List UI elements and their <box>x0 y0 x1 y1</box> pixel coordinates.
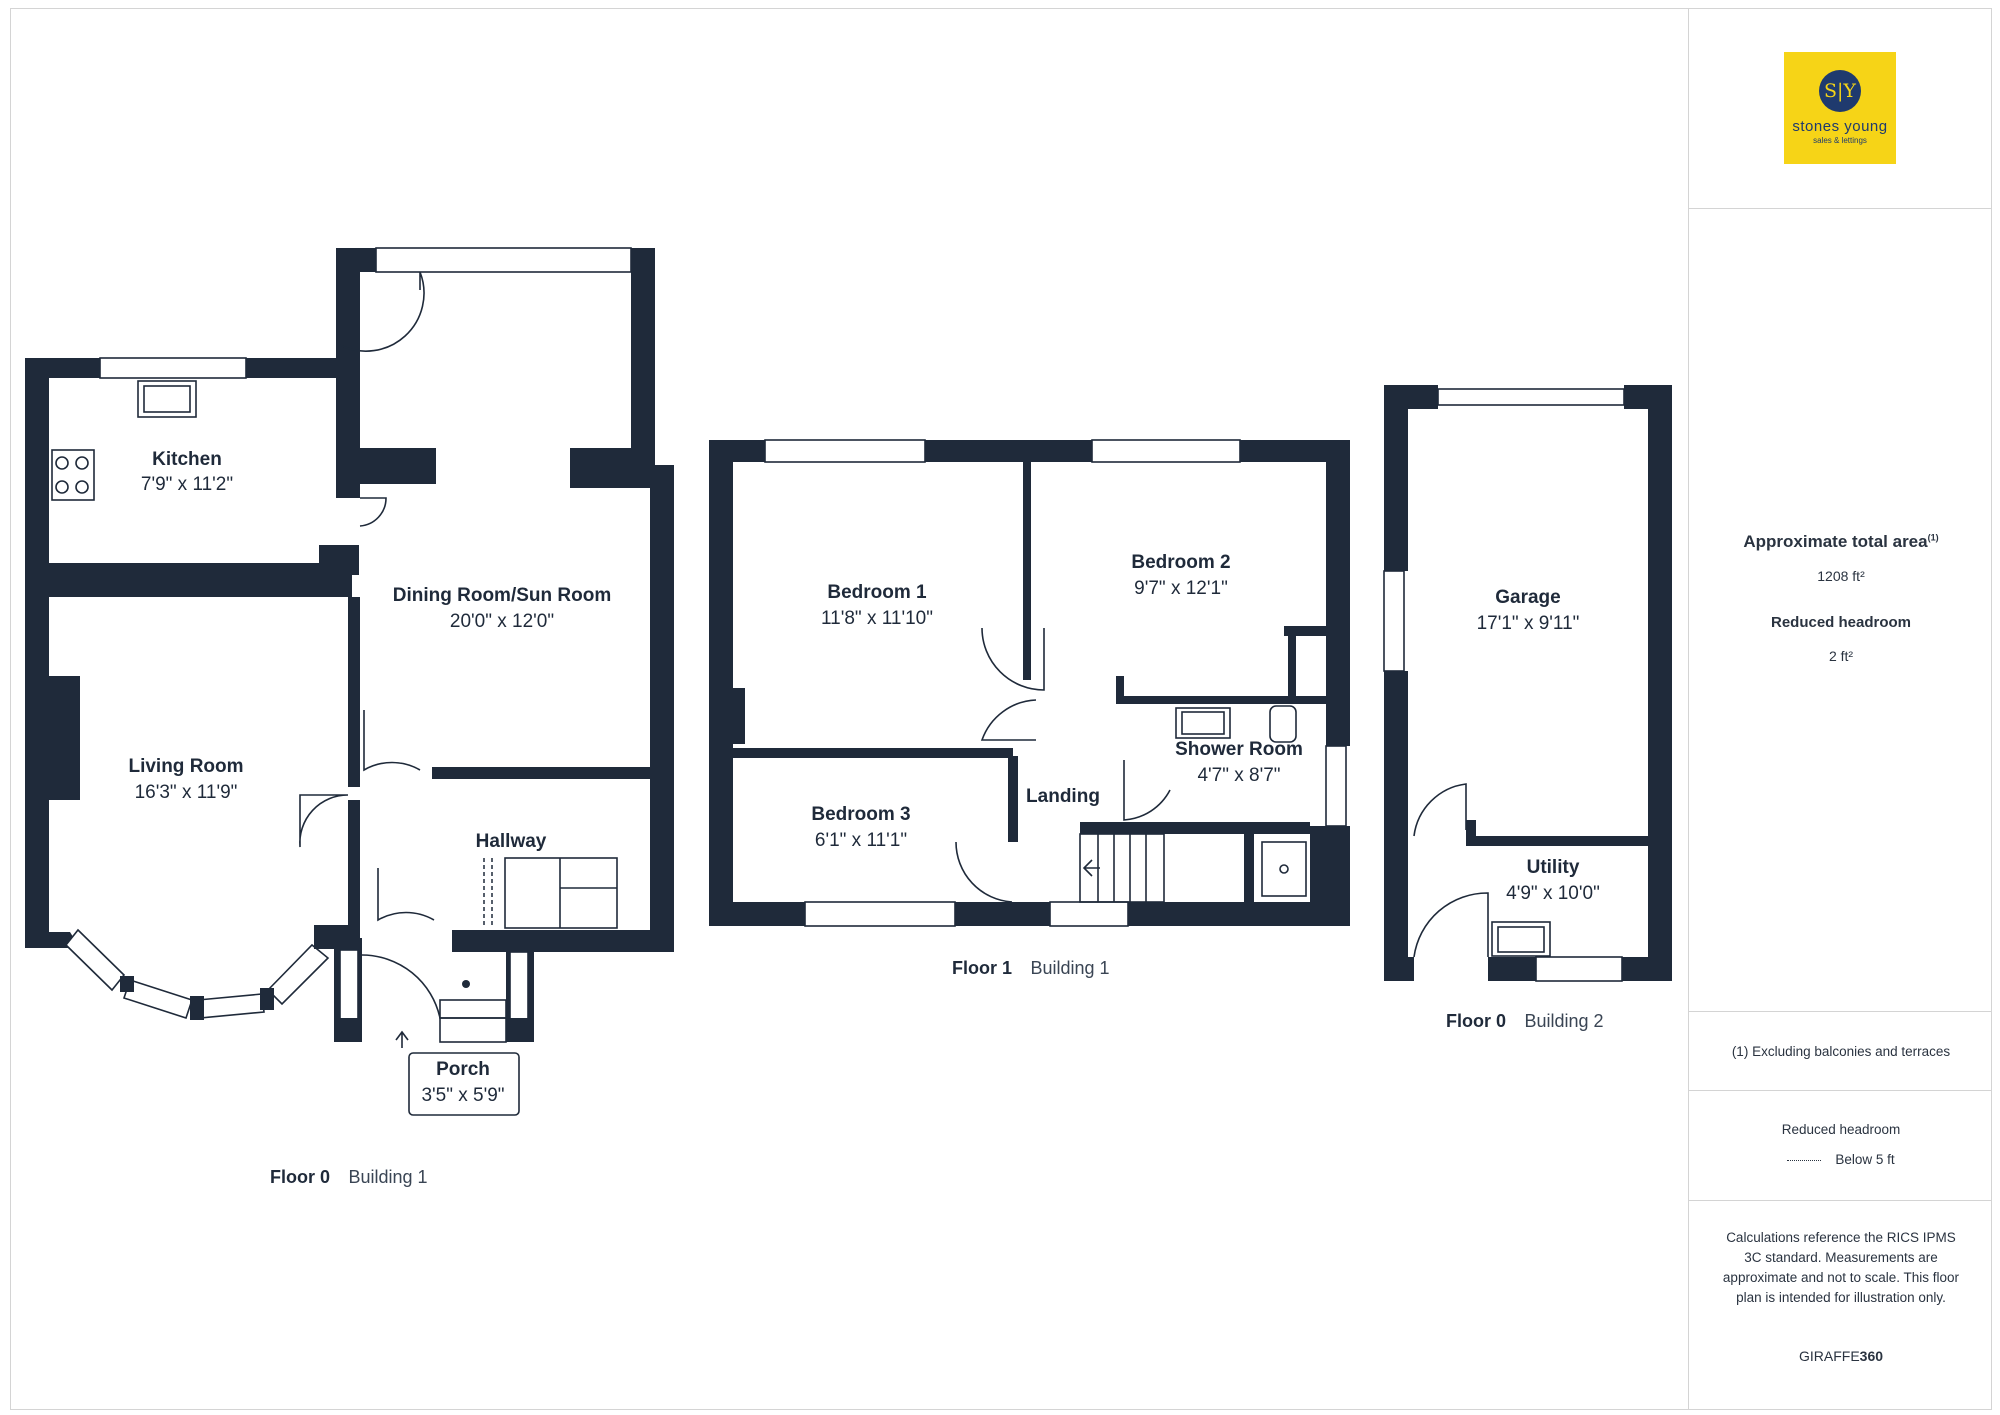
shower-name: Shower Room <box>1175 739 1303 760</box>
disclaimer: Calculations reference the RICS IPMS 3C … <box>1722 1230 1960 1305</box>
floor0-b2-caption: Floor 0 Building 2 <box>1446 1011 1604 1031</box>
floor0-building2-labels: Garage 17'1" x 9'11" Utility 4'9" x 10'0… <box>1446 587 1604 1031</box>
area-title: Approximate total area(1) <box>1743 532 1939 551</box>
floor0-b1-floor: Floor 0 <box>270 1167 330 1187</box>
dotted-line-icon <box>1787 1159 1822 1161</box>
floor1-b1-caption: Floor 1 Building 1 <box>952 958 1110 978</box>
hallway-name: Hallway <box>476 831 547 852</box>
floor0-b1-caption: Floor 0 Building 1 <box>270 1167 428 1187</box>
area-value: 1208 ft² <box>1817 568 1865 584</box>
utility-name: Utility <box>1527 857 1580 878</box>
bedroom3-dim: 6'1" x 11'1" <box>815 830 907 851</box>
panel-divider <box>1689 1011 1992 1012</box>
bedroom2-name: Bedroom 2 <box>1131 552 1230 573</box>
landing-name: Landing <box>1026 786 1100 807</box>
kitchen-name: Kitchen <box>152 449 222 470</box>
garage-name: Garage <box>1495 587 1560 608</box>
living-dim: 16'3" x 11'9" <box>135 782 238 803</box>
bedroom3-name: Bedroom 3 <box>811 804 910 825</box>
bedroom1-name: Bedroom 1 <box>827 582 927 603</box>
garage-dim: 17'1" x 9'11" <box>1477 613 1580 634</box>
floor1-building1-plan <box>709 439 1350 927</box>
reduced-headroom-value: 2 ft² <box>1828 648 1854 664</box>
floor0-b2-building: Building 2 <box>1524 1011 1603 1031</box>
living-name: Living Room <box>128 756 243 777</box>
shower-dim: 4'7" x 8'7" <box>1197 765 1280 786</box>
kitchen-dim: 7'9" x 11'2" <box>141 474 233 495</box>
area-footnote-marker: (1) <box>1927 532 1939 543</box>
floor0-b1-building: Building 1 <box>348 1167 427 1187</box>
floor0-building1-plan <box>25 247 674 1116</box>
dining-name: Dining Room/Sun Room <box>393 585 611 606</box>
page-frame <box>10 8 1992 1410</box>
info-panel: Approximate total area(1) 1208 ft² Reduc… <box>1688 8 1992 1410</box>
porch-dim: 3'5" x 5'9" <box>421 1085 504 1106</box>
bedroom2-dim: 9'7" x 12'1" <box>1134 578 1228 599</box>
floor-plan: Kitchen 7'9" x 11'2" Dining Room/Sun Roo… <box>25 247 1672 1187</box>
logo-tagline: sales & lettings <box>1813 136 1867 145</box>
dining-dim: 20'0" x 12'0" <box>450 611 554 632</box>
floor0-building1-labels: Kitchen 7'9" x 11'2" Dining Room/Sun Roo… <box>128 449 611 1187</box>
logo-name: stones young <box>1792 118 1888 135</box>
floor1-building1-labels: Bedroom 1 11'8" x 11'10" Bedroom 2 9'7" … <box>811 552 1302 978</box>
bedroom1-dim: 11'8" x 11'10" <box>821 608 933 629</box>
utility-dim: 4'9" x 10'0" <box>1506 883 1600 904</box>
panel-divider <box>1689 208 1992 209</box>
panel-divider <box>1689 1090 1992 1091</box>
logo-monogram: S|Y <box>1819 70 1861 112</box>
floor0-b2-floor: Floor 0 <box>1446 1011 1506 1031</box>
area-footnote: (1) Excluding balconies and terraces <box>1731 1044 1951 1059</box>
legend-item: Below 5 ft <box>1689 1152 1993 1167</box>
floor0-building2-plan <box>1383 385 1672 982</box>
legend-title: Reduced headroom <box>1781 1122 1901 1137</box>
floor1-b1-building: Building 1 <box>1030 958 1109 978</box>
floor1-b1-floor: Floor 1 <box>952 958 1012 978</box>
porch-name: Porch <box>436 1059 490 1080</box>
reduced-headroom-title: Reduced headroom <box>1770 614 1912 631</box>
agency-logo: S|Y stones young sales & lettings <box>1784 52 1896 164</box>
panel-divider <box>1689 1200 1992 1201</box>
brand-mark: GIRAFFE360 <box>1798 1348 1884 1364</box>
